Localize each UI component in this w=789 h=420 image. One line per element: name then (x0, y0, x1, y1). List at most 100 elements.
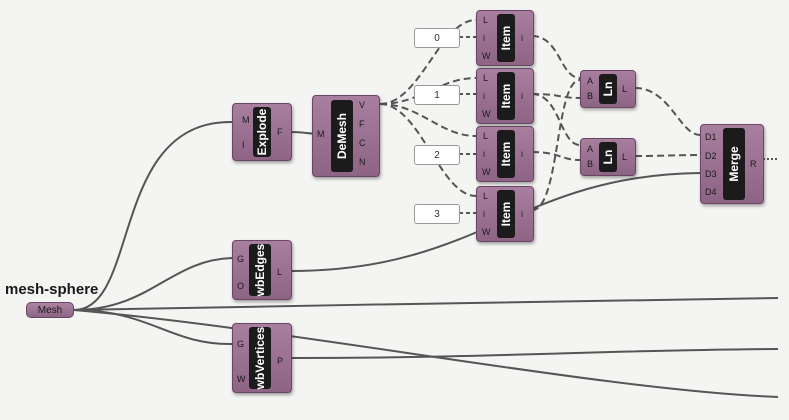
merge-in-d4[interactable]: D4 (705, 187, 717, 197)
number-panel-2[interactable]: 2 (414, 145, 460, 165)
wbedges-title-bar: wbEdges (249, 244, 271, 296)
wire-mesh-wbvertices (73, 309, 233, 346)
item2-in-l[interactable]: L (483, 131, 489, 141)
wire-mesh-long1 (73, 297, 779, 311)
number-panel-0[interactable]: 0 (414, 28, 460, 48)
item3-in-l[interactable]: L (483, 191, 489, 201)
ln2-out-l[interactable]: L (622, 152, 628, 162)
wbvertices-title-bar: wbVertices (249, 327, 271, 389)
wire-item1-ln2a (531, 93, 581, 146)
ln2-in-a[interactable]: A (587, 144, 594, 154)
wire-ln2-merge (634, 154, 701, 157)
merge-output-stub (763, 158, 777, 170)
wire-mesh-long2 (73, 309, 779, 398)
item3-in-i[interactable]: i (483, 209, 485, 219)
demesh-out-v[interactable]: V (359, 100, 366, 110)
mesh-param[interactable]: Mesh (26, 302, 74, 318)
item1-in-w[interactable]: W (482, 109, 491, 119)
item1-in-i[interactable]: i (483, 91, 485, 101)
item-component-2[interactable]: L i W Item i (476, 126, 534, 182)
wire-wbvertices-right (290, 348, 779, 359)
number-value-1: 1 (434, 89, 440, 101)
item0-title: Item (499, 25, 513, 51)
number-value-0: 0 (434, 32, 440, 44)
item3-title: Item (499, 201, 513, 227)
wbedges-component[interactable]: G O wbEdges L (232, 240, 292, 300)
number-value-2: 2 (434, 149, 440, 161)
item-component-1[interactable]: L i W Item i (476, 68, 534, 124)
number-panel-3[interactable]: 3 (414, 204, 460, 224)
item1-in-l[interactable]: L (483, 73, 489, 83)
wbvertices-in-g[interactable]: G (237, 339, 245, 349)
ln1-title: Ln (601, 81, 615, 97)
wbvertices-out-p[interactable]: P (277, 356, 284, 366)
wire-demesh-item0 (379, 19, 477, 105)
wbedges-in-o[interactable]: O (237, 281, 245, 291)
wire-ln1-merge (634, 87, 701, 136)
explode-in-m[interactable]: M (242, 115, 250, 125)
wbedges-out-l[interactable]: L (277, 267, 283, 277)
merge-out-r[interactable]: R (750, 159, 757, 169)
demesh-out-f[interactable]: F (359, 119, 365, 129)
merge-component[interactable]: D1 D2 D3 D4 Merge R (700, 124, 764, 204)
explode-component[interactable]: M I Explode F (232, 103, 292, 161)
wire-mesh-wbedges (73, 257, 233, 311)
mesh-param-label: Mesh (37, 304, 63, 316)
demesh-title-bar: DeMesh (331, 100, 353, 172)
explode-in-i[interactable]: I (242, 140, 245, 150)
item0-in-i[interactable]: i (483, 33, 485, 43)
wire-item2-ln2b (531, 151, 581, 161)
item2-title-bar: Item (497, 130, 515, 178)
number-panel-1[interactable]: 1 (414, 85, 460, 105)
wire-demesh-item2 (379, 103, 477, 137)
wire-mesh-explode (73, 120, 233, 311)
item2-title: Item (499, 141, 513, 167)
explode-out-f[interactable]: F (277, 127, 283, 137)
ln-component-2[interactable]: A B Ln L (580, 138, 636, 176)
item-component-3[interactable]: L i W Item i (476, 186, 534, 242)
merge-title: Merge (727, 146, 741, 182)
merge-in-d2[interactable]: D2 (705, 151, 717, 161)
item1-title-bar: Item (497, 72, 515, 120)
wbedges-in-g[interactable]: G (237, 254, 245, 264)
ln2-title-bar: Ln (599, 142, 617, 172)
item2-in-i[interactable]: i (483, 149, 485, 159)
explode-title-bar: Explode (253, 107, 271, 157)
ln2-in-b[interactable]: B (587, 159, 594, 169)
item-component-0[interactable]: L i W Item i (476, 10, 534, 66)
item0-in-w[interactable]: W (482, 51, 491, 61)
item0-in-l[interactable]: L (483, 15, 489, 25)
item1-out-i[interactable]: i (521, 91, 523, 101)
explode-title: Explode (255, 108, 269, 156)
demesh-in-m[interactable]: M (317, 129, 325, 139)
ln1-in-a[interactable]: A (587, 76, 594, 86)
merge-in-d1[interactable]: D1 (705, 132, 717, 142)
demesh-out-n[interactable]: N (359, 157, 366, 167)
wire-item3-ln1a (531, 79, 581, 211)
item0-title-bar: Item (497, 14, 515, 62)
number-value-3: 3 (434, 208, 440, 220)
ln1-out-l[interactable]: L (622, 84, 628, 94)
item1-title: Item (499, 83, 513, 109)
wire-demesh-item1 (379, 77, 477, 105)
merge-title-bar: Merge (723, 128, 745, 200)
merge-in-d3[interactable]: D3 (705, 169, 717, 179)
ln2-title: Ln (601, 149, 615, 165)
ln-component-1[interactable]: A B Ln L (580, 70, 636, 108)
ln1-in-b[interactable]: B (587, 91, 594, 101)
wbedges-title: wbEdges (253, 243, 267, 297)
wbvertices-component[interactable]: G W wbVertices P (232, 323, 292, 393)
item3-title-bar: Item (497, 190, 515, 238)
wire-item1-ln1b (531, 93, 581, 99)
item0-out-i[interactable]: i (521, 33, 523, 43)
demesh-out-c[interactable]: C (359, 138, 366, 148)
mesh-sphere-label: mesh-sphere (5, 281, 99, 298)
demesh-component[interactable]: M DeMesh V F C N (312, 95, 380, 177)
item2-out-i[interactable]: i (521, 149, 523, 159)
wbvertices-in-w[interactable]: W (237, 374, 246, 384)
item3-in-w[interactable]: W (482, 227, 491, 237)
item2-in-w[interactable]: W (482, 167, 491, 177)
item3-out-i[interactable]: i (521, 209, 523, 219)
